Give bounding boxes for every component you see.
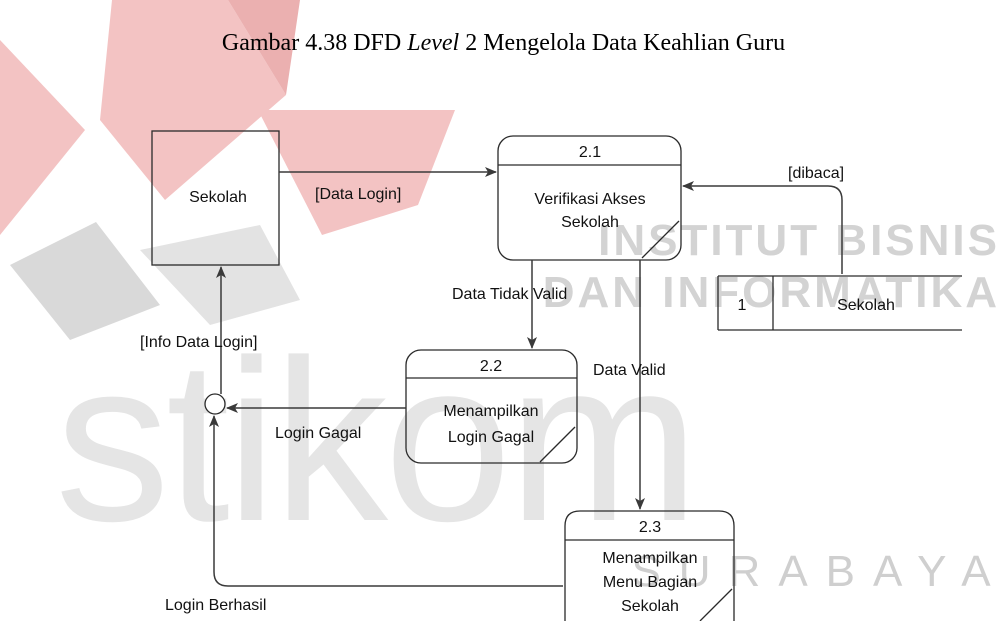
process-box	[405, 349, 578, 464]
watermark-diamond-bottom-left	[10, 222, 160, 340]
process-corner-mark	[641, 220, 680, 259]
process-label-line1: Verifikasi Akses	[534, 191, 645, 208]
process-label-line1: Menampilkan	[602, 550, 697, 567]
flow-label: Data Tidak Valid	[452, 286, 567, 303]
process-2-2[interactable]: 2.2 Menampilkan Login Gagal	[405, 349, 578, 464]
caption-suffix: 2 Mengelola Data Keahlian Guru	[459, 30, 786, 56]
process-box	[564, 510, 735, 621]
watermark-line1: INSTITUT BISNIS	[598, 216, 1000, 265]
watermark-diamond-top	[100, 0, 286, 200]
flow-label: [Info Data Login]	[140, 334, 257, 351]
process-box	[497, 135, 682, 261]
process-id: 2.1	[579, 144, 601, 161]
watermark-brand: stikom	[55, 312, 696, 569]
entity-label: Sekolah	[189, 189, 247, 206]
caption-prefix: Gambar 4.38 DFD	[221, 30, 408, 56]
datastore-number: 1	[738, 297, 747, 314]
flow-label: [dibaca]	[788, 165, 844, 182]
watermark-city: SURABAYA	[631, 547, 1007, 596]
watermark-diamond-top-right	[228, 0, 300, 95]
flow-login-berhasil[interactable]: Login Berhasil	[165, 415, 563, 614]
junction-node	[204, 393, 226, 415]
process-label-line3: Sekolah	[621, 598, 679, 615]
external-entity-sekolah[interactable]: Sekolah	[151, 130, 280, 266]
process-corner-mark	[539, 426, 576, 463]
datastore-sekolah[interactable]: 1 Sekolah	[717, 275, 962, 331]
caption-emphasis: Level	[407, 30, 460, 56]
process-2-3[interactable]: 2.3 Menampilkan Menu Bagian Sekolah	[564, 510, 735, 621]
watermark-diamond-left	[0, 40, 85, 235]
process-label-line2: Login Gagal	[448, 429, 534, 446]
flow-label: Login Gagal	[275, 425, 361, 442]
flow-data-tidak-valid[interactable]: Data Tidak Valid	[452, 260, 567, 349]
flow-label: [Data Login]	[315, 186, 401, 203]
process-id: 2.2	[480, 358, 502, 375]
entity-box	[151, 130, 280, 266]
flow-login-gagal[interactable]: Login Gagal	[226, 403, 406, 442]
process-label-line2: Sekolah	[561, 214, 619, 231]
process-label-line2: Menu Bagian	[603, 574, 697, 591]
flow-line	[682, 181, 843, 274]
datastore-label: Sekolah	[837, 297, 895, 314]
flow-dibaca[interactable]: [dibaca]	[682, 165, 844, 274]
process-corner-mark	[699, 588, 733, 621]
flow-data-login[interactable]: [Data Login]	[279, 167, 497, 203]
process-label-line1: Menampilkan	[443, 403, 538, 420]
flow-label: Login Berhasil	[165, 597, 266, 614]
process-2-1[interactable]: 2.1 Verifikasi Akses Sekolah	[497, 135, 682, 261]
flow-data-valid[interactable]: Data Valid	[593, 260, 666, 510]
flow-info-data-login[interactable]: [Info Data Login]	[140, 266, 257, 394]
figure-caption: Gambar 4.38 DFD Level 2 Mengelola Data K…	[0, 30, 1007, 57]
flow-label: Data Valid	[593, 362, 666, 379]
flow-line	[209, 415, 563, 587]
process-id: 2.3	[639, 519, 661, 536]
